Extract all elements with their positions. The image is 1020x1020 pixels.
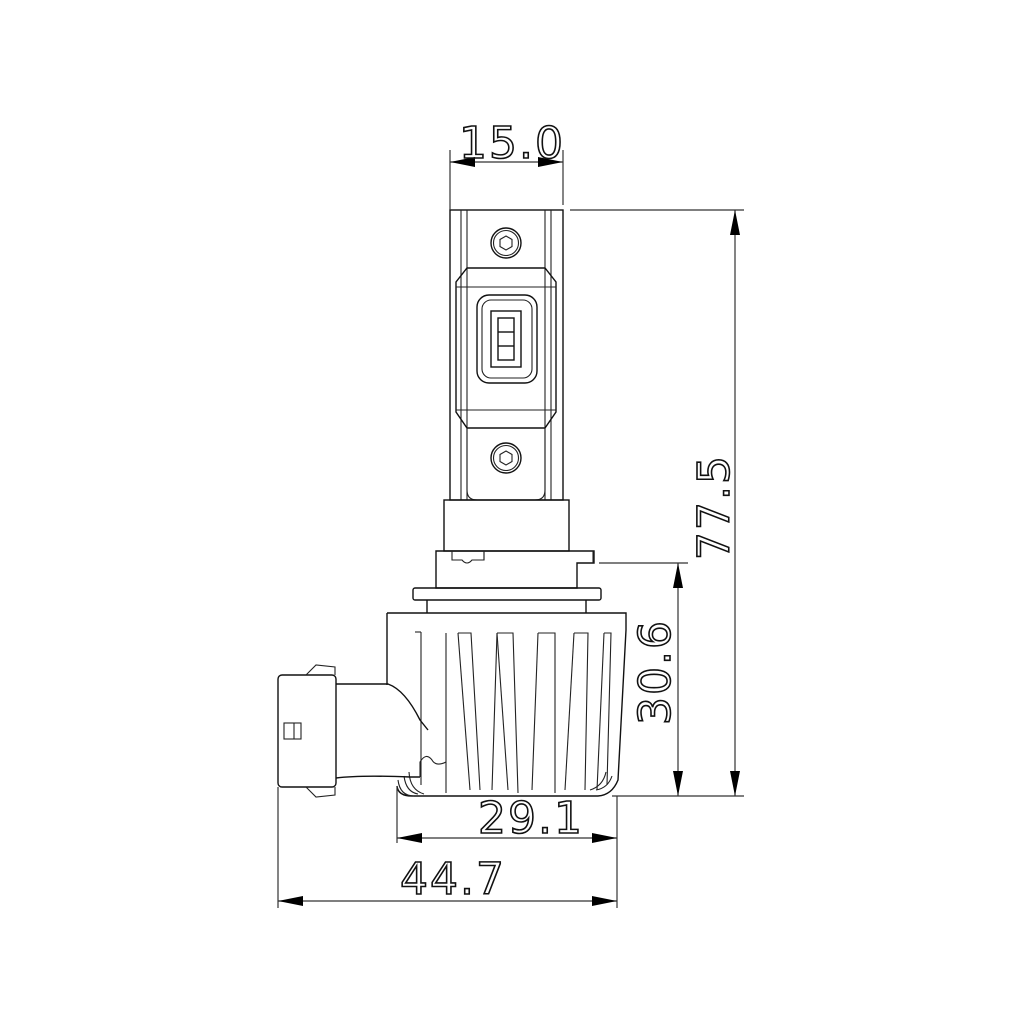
wire-plug-connector bbox=[277, 664, 447, 798]
dimension-top-width: 15.0 bbox=[449, 117, 565, 210]
led-head bbox=[449, 209, 564, 501]
dimension-base-height: 30.6 bbox=[599, 562, 744, 797]
dim-label-77-5: 77.5 bbox=[689, 454, 740, 560]
upper-hex-screw-icon bbox=[490, 227, 522, 259]
dim-label-29-1: 29.1 bbox=[478, 793, 584, 844]
dimension-base-width: 29.1 bbox=[396, 786, 618, 845]
dim-label-30-6: 30.6 bbox=[630, 619, 681, 725]
dimension-total-width: 44.7 bbox=[277, 787, 618, 908]
lower-hex-screw-icon bbox=[490, 442, 522, 474]
locking-collar bbox=[412, 499, 602, 613]
dimension-total-height: 77.5 bbox=[570, 209, 744, 796]
dim-label-15: 15.0 bbox=[459, 118, 565, 169]
dim-label-44-7: 44.7 bbox=[400, 854, 506, 905]
finned-heatsink bbox=[386, 612, 627, 797]
led-chip-board bbox=[476, 294, 538, 384]
